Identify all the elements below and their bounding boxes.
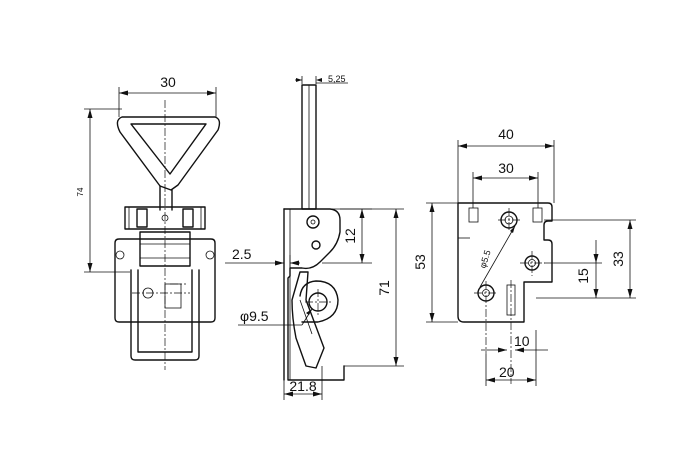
dim-plate-bottom-h: 20 bbox=[499, 364, 515, 380]
front-view: 30 74 bbox=[76, 74, 221, 370]
side-view: 5,25 2.5 12 71 φ9.5 21.8 bbox=[225, 74, 404, 400]
dim-side-offset: 2.5 bbox=[232, 246, 252, 262]
dim-plate-v-span: 33 bbox=[610, 251, 626, 267]
dim-plate-small-h: 10 bbox=[514, 333, 530, 349]
dim-side-base: 21.8 bbox=[289, 378, 316, 394]
dim-plate-height: 53 bbox=[412, 254, 428, 270]
plate-view: 40 30 53 φ5.5 33 15 1 bbox=[412, 126, 636, 386]
dim-front-width: 30 bbox=[160, 74, 176, 90]
dim-side-rod: 5,25 bbox=[328, 74, 346, 84]
dim-side-height: 71 bbox=[376, 280, 392, 296]
dim-plate-hole-span: 30 bbox=[498, 160, 514, 176]
dim-side-hole: φ9.5 bbox=[240, 308, 269, 324]
dim-side-pin: 12 bbox=[342, 228, 358, 244]
dim-plate-width: 40 bbox=[498, 126, 514, 142]
dim-plate-hole-dia: φ5.5 bbox=[478, 249, 493, 270]
dim-front-height: 74 bbox=[76, 187, 85, 196]
dim-plate-small-v: 15 bbox=[575, 268, 591, 284]
